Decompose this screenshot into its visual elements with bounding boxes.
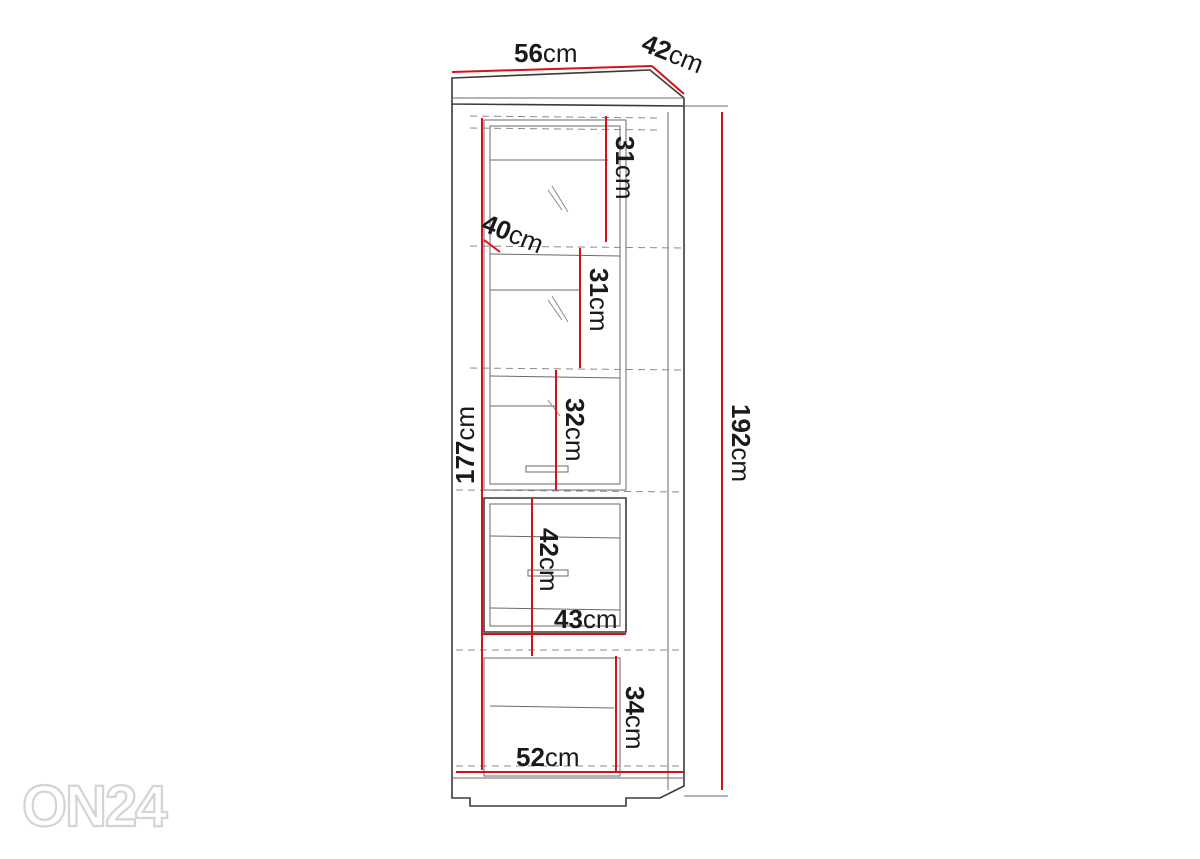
label-door-width: 43cm [554,604,618,634]
shelf-line-2b [489,253,621,257]
dim-line-width-top [451,65,653,73]
dimension-lines [451,65,728,797]
label-inner-width: 52cm [516,742,580,772]
upper-glass-door [483,119,627,491]
watermark-logo: ON24 [22,774,167,839]
glass-reflection-3 [547,399,561,417]
shelf-line-2 [469,245,685,249]
upper-door-handle [525,465,569,473]
label-overall-height: 192cm [726,404,756,482]
lower-door-handle [527,569,569,577]
label-door-height: 42cm [534,528,564,592]
lower-door-inner [489,503,621,627]
label-inner-height-total: 177cm [450,406,480,484]
lower-door [483,497,627,633]
dim-line-inner-depth [483,239,501,253]
shelf-line-1 [469,127,661,131]
label-depth-top: 42cm [638,28,708,80]
lower-door-shelf [489,535,621,611]
label-shelf3-height: 32cm [560,398,590,462]
label-bottom-height: 34cm [620,686,650,750]
label-inner-depth: 40cm [478,208,548,260]
inner-top-dashed [469,115,663,119]
dimension-labels: 56cm 42cm 31cm 40cm 31cm 32cm 42cm 177cm… [450,28,756,772]
cabinet-drawing [451,69,685,807]
glass-reflection-1 [547,185,569,213]
dim-line-depth-top [651,65,685,95]
label-shelf1-height: 31cm [610,136,640,200]
label-shelf2-height: 31cm [584,268,614,332]
bottom-compartment-shelf [489,705,615,709]
upper-glass-door-inner [489,125,621,485]
bottom-compartment [483,657,621,777]
shelf-line-4 [455,489,685,493]
cabinet-top-slab [451,69,685,107]
glass-reflection-2 [547,295,569,323]
cabinet-body [451,104,685,807]
shelf-line-3 [469,367,685,371]
label-width-top: 56cm [514,38,578,68]
